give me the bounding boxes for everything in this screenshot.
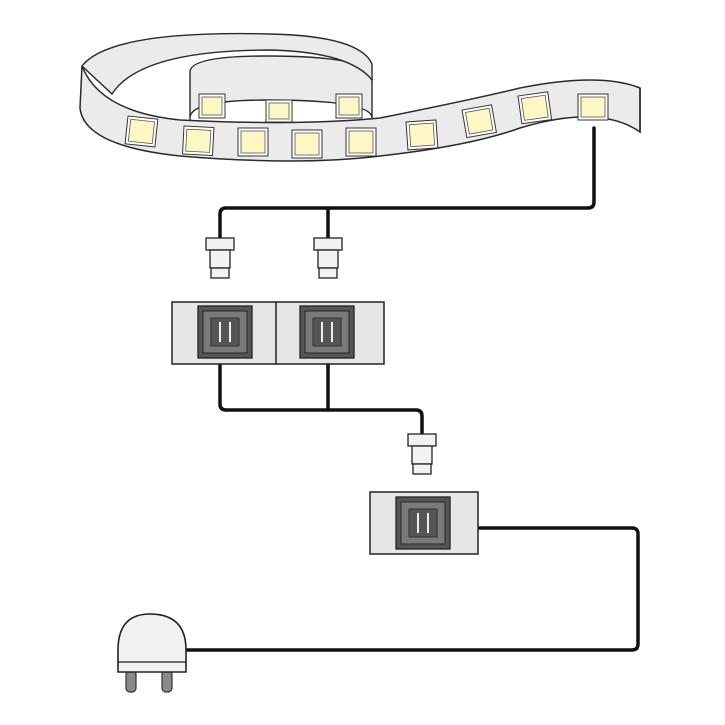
wall-plug xyxy=(117,613,187,693)
led-chip xyxy=(335,93,363,119)
led-chip xyxy=(265,99,293,123)
led-chip xyxy=(461,104,497,139)
plug-icon xyxy=(117,613,187,693)
led-chip xyxy=(124,115,159,148)
splitter-box xyxy=(171,301,385,365)
cable-adapter-to-plug xyxy=(184,526,640,652)
power-adapter-box xyxy=(369,491,479,555)
led-strip-reel xyxy=(79,32,641,162)
led-chip xyxy=(237,127,269,157)
led-chip xyxy=(517,91,553,125)
strip-connector-right xyxy=(313,237,343,279)
led-chip xyxy=(291,129,323,159)
socket-icon xyxy=(299,305,355,359)
socket-icon xyxy=(395,496,451,550)
socket-icon xyxy=(197,305,253,359)
led-chip xyxy=(345,127,377,157)
cables xyxy=(184,126,640,652)
led-chip xyxy=(182,125,215,157)
led-chip xyxy=(198,93,226,119)
splitter-input-connector xyxy=(407,433,437,475)
cable-splitter-out xyxy=(218,362,424,436)
front-leds xyxy=(124,91,609,159)
strip-connector-left xyxy=(205,237,235,279)
inner-leds xyxy=(198,93,363,123)
led-chip xyxy=(577,93,609,121)
cable-strip-to-connectors xyxy=(218,126,596,240)
reel-outer-back xyxy=(81,32,373,96)
led-chip xyxy=(405,119,439,151)
